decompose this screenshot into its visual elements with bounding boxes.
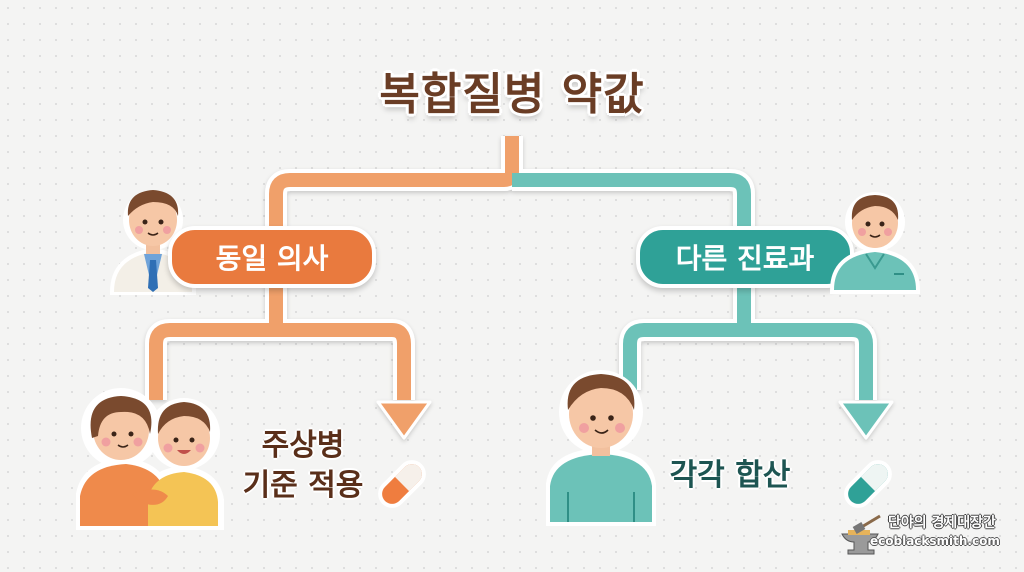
result-line-2: 기준 적용 [242,468,364,503]
page-title: 복합질병 약값 [379,69,645,120]
different-department-label: 다른 진료과 [675,242,815,275]
same-doctor-badge: 동일 의사 [168,226,376,288]
anvil-hammer-icon [841,514,881,555]
summed-result: 각각 합산 [669,458,791,493]
different-department-badge: 다른 진료과 [636,226,854,288]
teal-capsule-icon [844,460,892,508]
primary-diagnosis-result: 주상병 기준 적용 [228,426,378,506]
orange-capsule-icon [378,460,426,508]
doctor-scrubs-icon [830,192,920,294]
same-doctor-label: 동일 의사 [215,242,329,275]
watermark-name: 단야의 경제대장간 [888,515,996,531]
watermark: 단야의 경제대장간 ecoblacksmith.com [838,508,1018,560]
two-patients-icon [76,388,224,530]
watermark-url: ecoblacksmith.com [870,534,1000,548]
result-line-1: 주상병 [261,428,345,463]
patient-icon [546,370,656,526]
